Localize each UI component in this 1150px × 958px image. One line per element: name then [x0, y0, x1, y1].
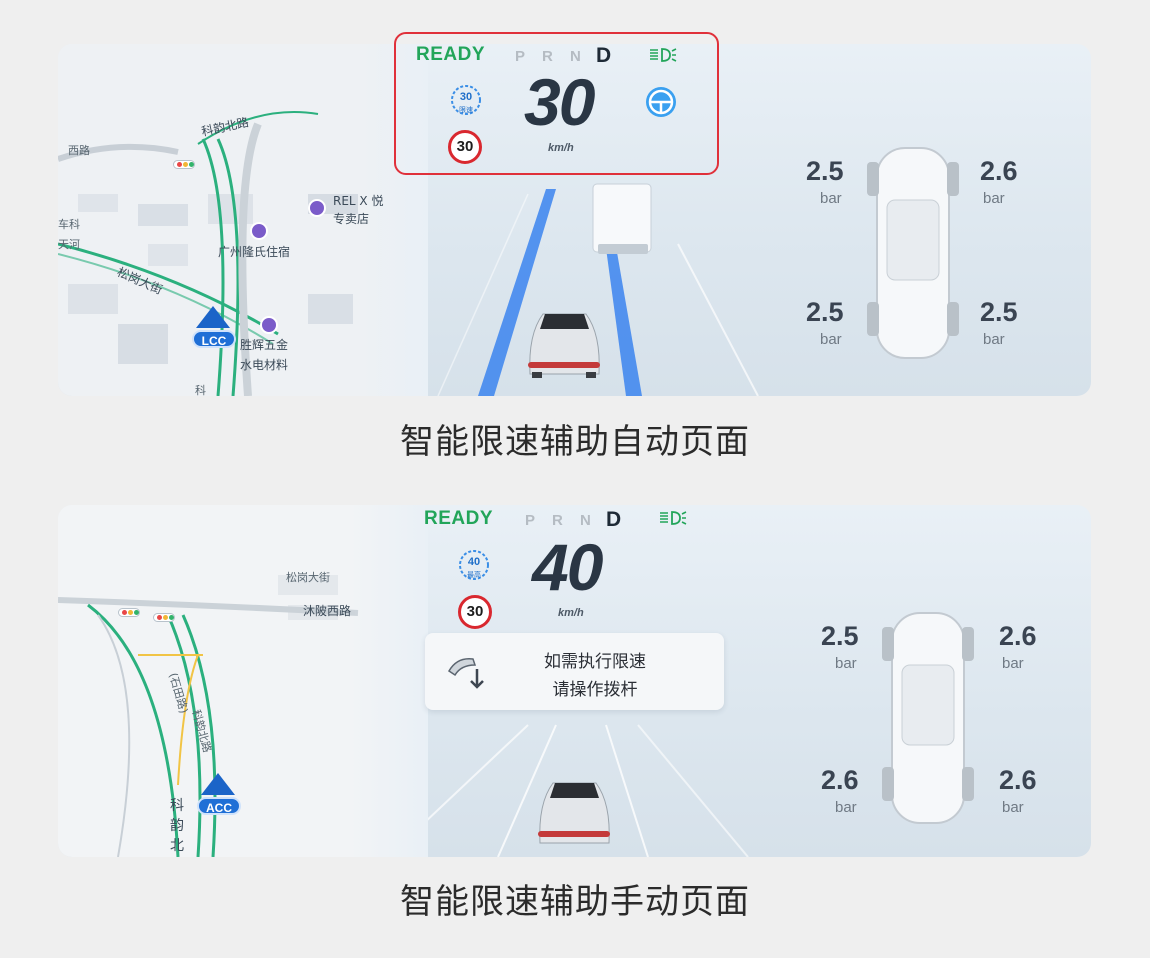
current-speed: 40 — [532, 530, 603, 604]
tire-rr-unit: bar — [1002, 799, 1024, 816]
traffic-light-icon — [153, 613, 175, 622]
road-scene — [437, 183, 759, 396]
steering-wheel-icon — [646, 87, 676, 117]
low-beam-icon — [660, 511, 687, 525]
speed-limit-sign: 30 — [458, 595, 492, 629]
speed-unit: km/h — [548, 142, 574, 154]
map-label: 车科 — [58, 218, 80, 231]
tire-fr-value: 2.6 — [980, 156, 1018, 186]
stalk-lever-icon — [448, 658, 484, 689]
tire-fr-unit: bar — [1002, 655, 1024, 672]
map-label: 专卖店 — [333, 212, 370, 226]
gear-r: R — [552, 512, 563, 529]
map-label: 科 — [170, 798, 184, 814]
assist-speed-label: 限速 — [459, 106, 473, 114]
tire-fr-value: 2.6 — [999, 621, 1037, 651]
tire-fl-unit: bar — [835, 655, 857, 672]
tire-fl-value: 2.5 — [821, 621, 859, 651]
lever-prompt-card: 如需执行限速 请操作拨杆 — [425, 633, 724, 710]
map-label: 广州隆氏住宿 — [218, 245, 291, 259]
manual-limit-dashboard: 松岗大街 沐陂西路 (石田路) 科韵北路 科 韵 北 ACC READY P R… — [58, 505, 1091, 857]
hardware-poi-icon[interactable] — [260, 316, 278, 334]
map-label: 天河 — [58, 238, 80, 251]
auto-limit-dashboard: 科韵北路 西路 车科 天河 REL X 悦 专卖店 广州隆氏住宿 松岗大街 胜辉… — [58, 44, 1091, 396]
speed-limit-sign: 30 — [448, 130, 482, 164]
speed-assist-gauge-icon — [459, 550, 489, 580]
tire-rl-value: 2.5 — [806, 297, 844, 327]
map-label: 北 — [170, 838, 184, 854]
assist-speed-value: 40 — [467, 556, 481, 568]
hud-highlight-frame — [394, 32, 719, 175]
navigation-map[interactable]: 松岗大街 沐陂西路 (石田路) 科韵北路 科 韵 北 ACC — [58, 505, 428, 857]
drive-mode-badge: ACC — [197, 797, 241, 815]
assist-speed-value: 30 — [459, 91, 473, 103]
tire-rl-value: 2.6 — [821, 765, 859, 795]
low-beam-icon — [650, 48, 677, 62]
gear-n: N — [580, 512, 591, 529]
speed-unit: km/h — [558, 607, 584, 619]
gear-p: P — [525, 512, 536, 529]
speed-assist-gauge-icon — [451, 85, 481, 115]
map-label: 胜辉五金 — [240, 338, 289, 352]
tire-fl-value: 2.5 — [806, 156, 844, 186]
gear-d-active: D — [606, 508, 622, 531]
prompt-text-line-2: 请操作拨杆 — [552, 680, 638, 700]
ready-status: READY — [416, 44, 486, 65]
map-label: REL X 悦 — [333, 194, 384, 208]
gear-d-active: D — [596, 44, 612, 67]
map-label: 沐陂西路 — [303, 604, 352, 618]
assist-speed-label: 最高 — [467, 571, 481, 579]
vehicle-top-view — [867, 147, 959, 359]
tire-rr-unit: bar — [983, 331, 1005, 348]
map-label: 松岗大街 — [286, 571, 330, 584]
vehicle-top-view — [882, 612, 974, 824]
map-label: 西路 — [68, 144, 90, 157]
tire-rl-unit: bar — [835, 799, 857, 816]
gear-r: R — [542, 48, 553, 65]
ready-status: READY — [424, 508, 494, 529]
ego-car — [538, 782, 610, 844]
vehicle-location-arrow-icon — [196, 306, 230, 328]
tire-rr-value: 2.6 — [999, 765, 1037, 795]
tire-rl-unit: bar — [820, 331, 842, 348]
traffic-light-icon — [118, 608, 140, 617]
traffic-light-icon — [173, 160, 195, 169]
vehicle-location-arrow-icon — [201, 773, 235, 795]
map-label: 科 — [195, 384, 206, 396]
manual-page-caption: 智能限速辅助手动页面 — [400, 882, 750, 922]
tire-fl-unit: bar — [820, 190, 842, 207]
tire-fr-unit: bar — [983, 190, 1005, 207]
hotel-poi-icon[interactable] — [250, 222, 268, 240]
tire-rr-value: 2.5 — [980, 297, 1018, 327]
gear-p: P — [515, 48, 526, 65]
map-label: 韵 — [170, 818, 184, 834]
drive-mode-badge: LCC — [192, 330, 236, 348]
auto-page-caption: 智能限速辅助自动页面 — [400, 422, 750, 462]
current-speed: 30 — [524, 65, 595, 139]
navigation-map[interactable]: 科韵北路 西路 车科 天河 REL X 悦 专卖店 广州隆氏住宿 松岗大街 胜辉… — [58, 44, 428, 396]
map-label: 水电材料 — [240, 358, 289, 372]
prompt-text-line-1: 如需执行限速 — [544, 652, 646, 672]
gear-n: N — [570, 48, 581, 65]
shop-poi-icon[interactable] — [308, 199, 326, 217]
ego-car — [528, 313, 600, 378]
